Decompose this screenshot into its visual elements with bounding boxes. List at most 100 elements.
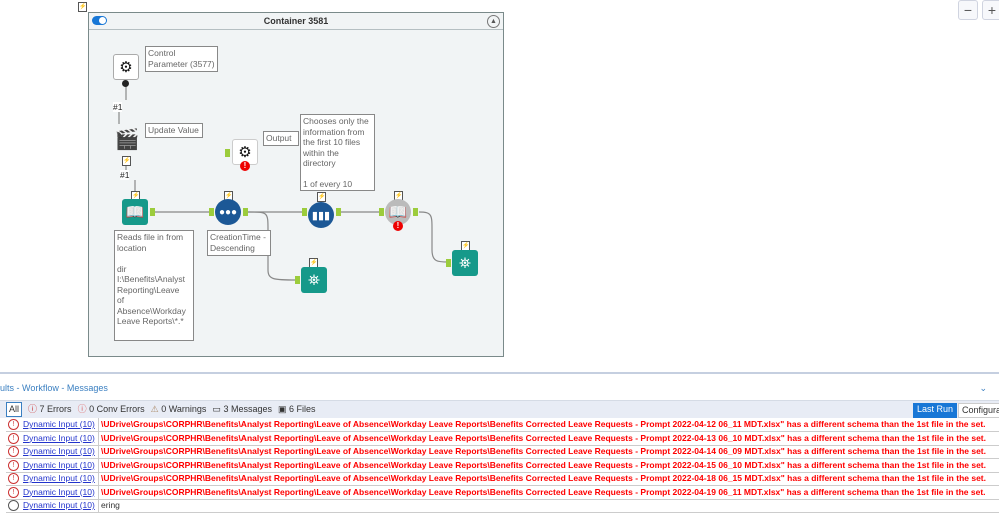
connection-label: #1 — [113, 102, 123, 112]
connection-line — [418, 211, 449, 263]
tool-link[interactable]: Dynamic Input (10) — [23, 473, 95, 483]
error-icon: ! — [240, 161, 250, 171]
directory-tool[interactable]: 📖 — [122, 199, 148, 225]
message-text: \UDrive\Groups\CORPHR\Benefits\Analyst R… — [98, 418, 986, 431]
error-icon: ! — [8, 459, 19, 471]
panel-header: ults - Workflow - Messages ⌄ — [0, 376, 999, 401]
filter-files[interactable]: ▣ 6 Files — [278, 403, 316, 416]
warning-icon: ⚠ — [150, 404, 159, 414]
output-anchor — [413, 208, 418, 216]
connection-label: #1 — [120, 170, 130, 180]
filter-all[interactable]: All — [6, 402, 23, 417]
tool-link[interactable]: Dynamic Input (10) — [23, 459, 95, 470]
message-text: \UDrive\Groups\CORPHR\Benefits\Analyst R… — [98, 458, 986, 472]
message-row[interactable]: ! Dynamic Input (10)\UDrive\Groups\CORPHR… — [6, 445, 999, 459]
tool-link[interactable]: Dynamic Input (10) — [23, 419, 95, 429]
last-run-tab[interactable]: Last Run — [913, 403, 958, 418]
panel-title: ults - Workflow - Messages — [0, 383, 108, 393]
message-icon — [8, 500, 19, 511]
message-icon: ▭ — [212, 404, 221, 414]
error-icon: ! — [8, 419, 19, 430]
annotation-sample: Chooses only the information from the fi… — [300, 114, 375, 191]
input-anchor — [209, 208, 214, 216]
error-icon: ! — [8, 473, 19, 484]
filter-errors-label: 7 Errors — [39, 404, 72, 414]
message-row[interactable]: ! Dynamic Input (10)\UDrive\Groups\CORPHR… — [6, 418, 999, 432]
filter-conv-errors-label: 0 Conv Errors — [89, 404, 145, 414]
zoom-out-button[interactable]: − — [958, 0, 978, 20]
annotation-sort: CreationTime - Descending — [207, 230, 271, 256]
filter-toolbar: All ⓘ 7 Errors ⓘ 0 Conv Errors ⚠ 0 Warni… — [0, 401, 999, 418]
bolt-icon: ⚡ — [317, 192, 326, 202]
message-row[interactable]: ! Dynamic Input (10)\UDrive\Groups\CORPHR… — [6, 431, 999, 446]
annotation-output: Output — [263, 131, 299, 146]
action-tool[interactable]: 🎬 — [114, 126, 140, 152]
output-anchor — [243, 208, 248, 216]
error-icon: ! — [8, 432, 19, 444]
sort-tool[interactable]: ●●● — [215, 199, 241, 225]
configuration-tab[interactable]: Configuration — [958, 403, 999, 418]
tool-link[interactable]: Dynamic Input (10) — [23, 446, 95, 456]
filter-files-label: 6 Files — [289, 404, 316, 414]
connections — [118, 85, 449, 281]
message-row[interactable]: ! Dynamic Input (10)\UDrive\Groups\CORPHR… — [6, 485, 999, 500]
filter-conv-errors[interactable]: ⓘ 0 Conv Errors — [78, 403, 145, 416]
error-icon: ! — [393, 221, 403, 231]
filter-warnings[interactable]: ⚠ 0 Warnings — [151, 403, 207, 416]
gear-arrow-icon: ⚙ — [238, 144, 252, 161]
browse-tool[interactable]: ⛯ — [452, 250, 478, 276]
input-anchor — [302, 208, 307, 216]
book-gear-icon: 📖 — [388, 204, 408, 221]
filter-messages[interactable]: ▭ 3 Messages — [212, 403, 272, 416]
input-anchor — [225, 149, 230, 157]
tool-link[interactable]: Dynamic Input (10) — [23, 432, 95, 443]
message-text: \UDrive\Groups\CORPHR\Benefits\Analyst R… — [98, 431, 986, 445]
file-icon: ▣ — [277, 404, 287, 414]
message-text: \UDrive\Groups\CORPHR\Benefits\Analyst R… — [98, 445, 986, 458]
filter-messages-label: 3 Messages — [223, 404, 272, 414]
chevron-down-icon[interactable]: ⌄ — [979, 383, 987, 393]
anchor-q-icon — [122, 80, 129, 87]
error-icon: ! — [8, 446, 19, 457]
input-anchor — [295, 276, 300, 284]
control-parameter-tool[interactable]: ⚙ — [113, 54, 139, 80]
results-panel: ults - Workflow - Messages ⌄ All ⓘ 7 Err… — [0, 372, 999, 513]
dots-icon: ●●● — [218, 206, 238, 218]
message-row[interactable]: ! Dynamic Input (10)\UDrive\Groups\CORPHR… — [6, 472, 999, 486]
annotation-control-parameter: Control Parameter (3577) — [145, 46, 218, 72]
filter-warnings-label: 0 Warnings — [161, 404, 207, 414]
clapperboard-icon: 🎬 — [114, 128, 140, 151]
dynamic-input-tool[interactable]: 📖 — [385, 199, 411, 225]
error-icon: ⓘ — [28, 404, 38, 414]
annotation-directory: Reads file in from location dir I:\Benef… — [114, 230, 194, 341]
zoom-in-button[interactable]: + — [982, 0, 999, 20]
book-icon: 📖 — [125, 204, 145, 221]
input-anchor — [446, 259, 451, 267]
collapse-button[interactable]: ▲ — [487, 15, 500, 28]
gear-icon: ⚙ — [119, 59, 133, 76]
bolt-icon: ⚡ — [122, 156, 131, 166]
error-icon: ⓘ — [77, 404, 87, 414]
output-anchor — [336, 208, 341, 216]
container-title: Container 3581 — [89, 13, 503, 30]
message-row[interactable]: Dynamic Input (10)ering — [6, 499, 999, 513]
message-text: \UDrive\Groups\CORPHR\Benefits\Analyst R… — [98, 472, 986, 485]
message-row[interactable]: ! Dynamic Input (10)\UDrive\Groups\CORPHR… — [6, 458, 999, 473]
message-text: ering — [98, 499, 120, 512]
browse-tool[interactable]: ⛯ — [301, 267, 327, 293]
binoculars-icon: ⛯ — [307, 271, 320, 289]
tool-link[interactable]: Dynamic Input (10) — [23, 500, 95, 510]
test-tubes-icon: ▮▮▮ — [311, 209, 331, 222]
sample-tool[interactable]: ▮▮▮ — [308, 202, 334, 228]
message-text: \UDrive\Groups\CORPHR\Benefits\Analyst R… — [98, 485, 986, 499]
error-icon: ! — [8, 486, 19, 498]
container-toggle[interactable] — [92, 16, 107, 25]
run-tabs: Last Run Configuration — [913, 403, 999, 418]
tool-link[interactable]: Dynamic Input (10) — [23, 486, 95, 497]
filter-errors[interactable]: ⓘ 7 Errors — [28, 403, 72, 416]
annotation-update-value: Update Value — [145, 123, 203, 138]
binoculars-icon: ⛯ — [458, 254, 471, 272]
bolt-icon: ⚡ — [78, 2, 87, 12]
input-anchor — [379, 208, 384, 216]
output-anchor — [150, 208, 155, 216]
